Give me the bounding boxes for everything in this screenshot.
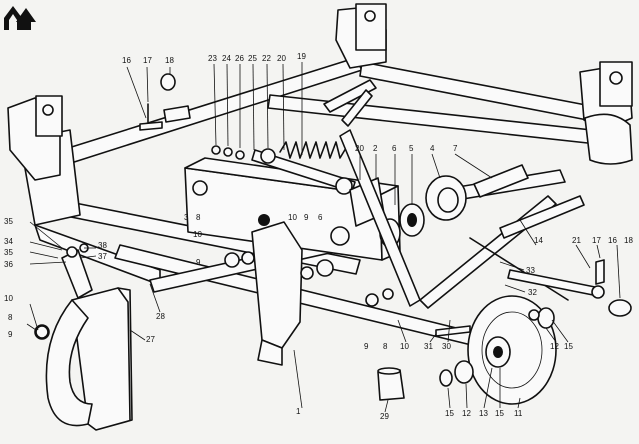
callout-6-mid: 6: [318, 213, 323, 222]
callout-18-right: 18: [624, 236, 633, 245]
callout-7: 7: [453, 144, 458, 153]
callout-15-bottom-2: 15: [495, 409, 504, 418]
callout-17-right: 17: [592, 236, 601, 245]
callout-18: 18: [165, 56, 174, 65]
callout-19: 19: [297, 52, 306, 61]
callout-23: 23: [208, 54, 217, 63]
callout-24: 24: [222, 54, 231, 63]
callout-12: 12: [550, 342, 559, 351]
callout-9: 9: [196, 258, 201, 267]
callout-35: 35: [4, 217, 13, 226]
callout-10: 10: [193, 230, 202, 239]
callout-10-lower: 10: [400, 342, 409, 351]
callout-38: 38: [98, 241, 107, 250]
callout-1: 1: [296, 407, 301, 416]
callout-36: 36: [4, 260, 13, 269]
callout-30: 30: [442, 342, 451, 351]
fasteners: [35, 145, 540, 339]
callout-21: 21: [572, 236, 581, 245]
callout-33: 33: [526, 266, 535, 275]
lift-brackets: [7, 3, 633, 181]
callout-5: 5: [409, 144, 414, 153]
callout-26: 26: [235, 54, 244, 63]
callout-29: 29: [380, 412, 389, 421]
callout-4: 4: [430, 144, 435, 153]
callout-16: 16: [122, 56, 131, 65]
callout-13: 13: [479, 409, 488, 418]
link-plate: [61, 243, 93, 299]
frame-tubes: [19, 57, 613, 353]
callout-14: 14: [534, 236, 543, 245]
callout-8-left: 8: [8, 313, 13, 322]
callout-8: 8: [196, 213, 201, 222]
sleeve: [377, 367, 405, 401]
callout-20-lower: 20: [355, 144, 364, 153]
callout-25: 25: [248, 54, 257, 63]
callout-9-left: 9: [8, 330, 13, 339]
pin-set-left: [139, 73, 191, 131]
callout-20: 20: [277, 54, 286, 63]
callout-15-bottom: 15: [445, 409, 454, 418]
callout-35-lower: 35: [4, 248, 13, 257]
hook: [34, 287, 133, 431]
callout-37: 37: [98, 252, 107, 261]
direction-arrow-icon: [4, 6, 36, 30]
callout-10-mid: 10: [288, 213, 297, 222]
callout-6: 6: [392, 144, 397, 153]
callout-10-left: 10: [4, 294, 13, 303]
callout-11: 11: [514, 409, 523, 418]
callout-2: 2: [373, 144, 378, 153]
callout-34: 34: [4, 237, 13, 246]
callout-31: 31: [424, 342, 433, 351]
callout-28: 28: [156, 312, 165, 321]
callout-17: 17: [143, 56, 152, 65]
callout-32: 32: [528, 288, 537, 297]
column-post: [251, 221, 303, 366]
callout-16-right: 16: [608, 236, 617, 245]
callout-8-lower: 8: [383, 342, 388, 351]
spring-assembly: [251, 141, 356, 195]
callout-27: 27: [146, 335, 155, 344]
callout-3: 3: [184, 213, 189, 222]
callout-9-mid: 9: [304, 213, 309, 222]
callout-15: 15: [564, 342, 573, 351]
callout-12-bottom: 12: [462, 409, 471, 418]
callout-22: 22: [262, 54, 271, 63]
rod-assembly-right: [507, 259, 632, 317]
callout-9-lower: 9: [364, 342, 369, 351]
leader-lines: [26, 62, 621, 413]
